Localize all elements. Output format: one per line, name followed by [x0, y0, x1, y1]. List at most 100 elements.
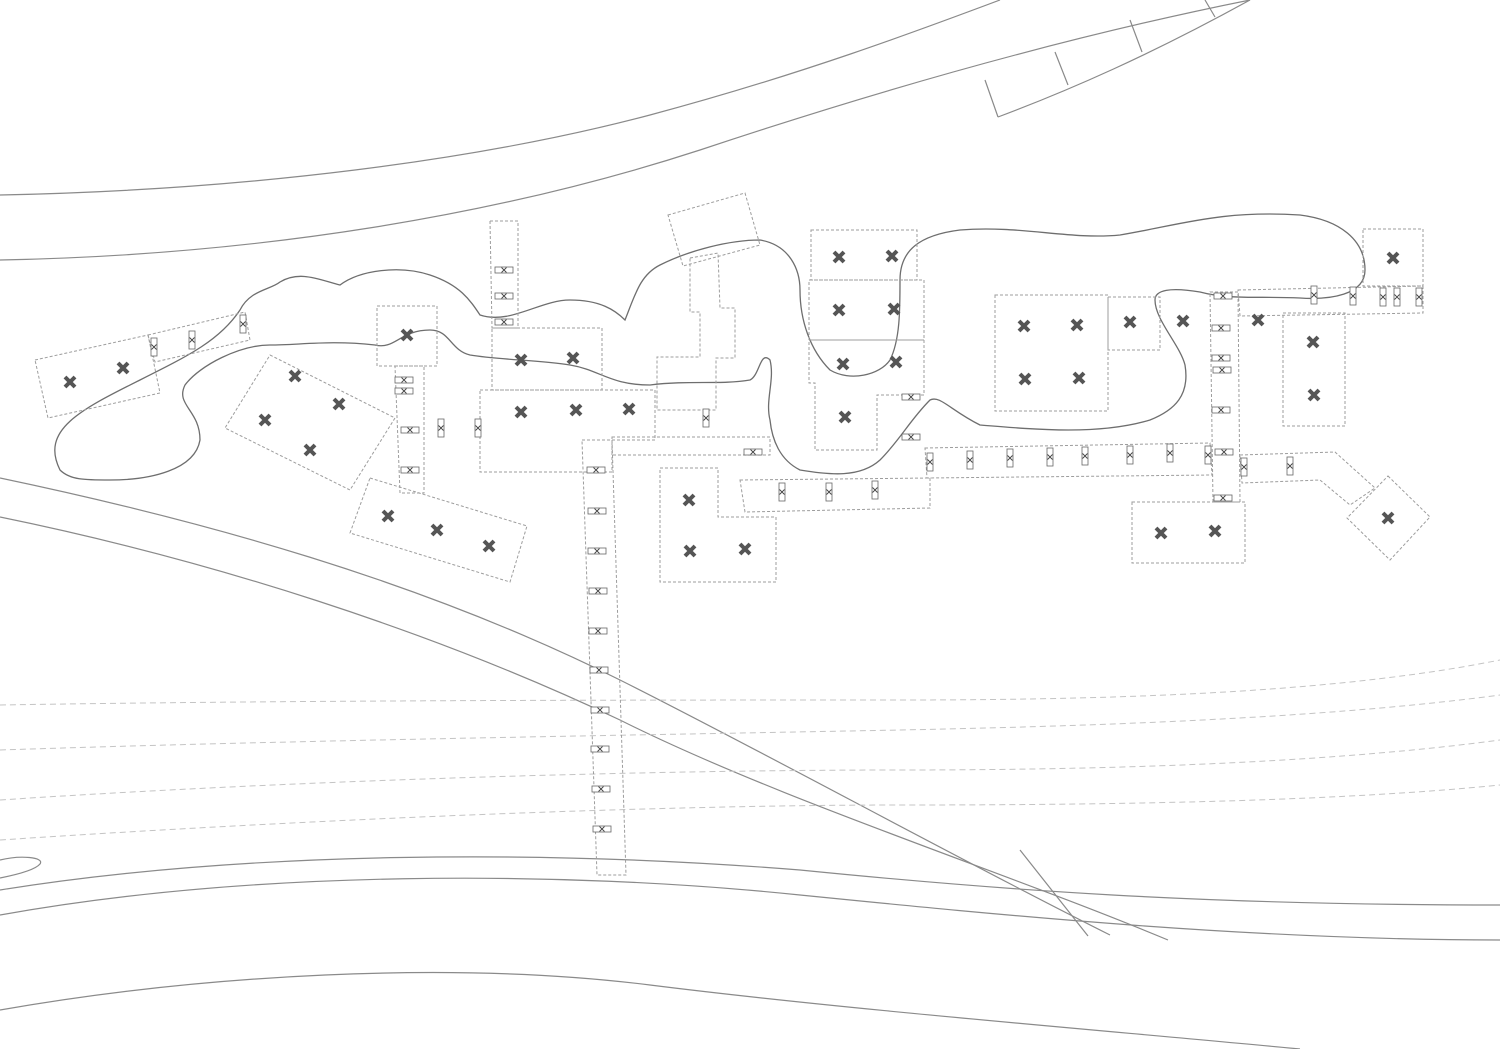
- tree-marker-24: [683, 544, 697, 558]
- tree-marker-14: [569, 403, 583, 417]
- crossing-marker-6: [400, 426, 420, 434]
- pond-edge: [54, 213, 1366, 481]
- tree-marker-37: [1208, 524, 1222, 538]
- contour-3: [0, 739, 1500, 801]
- crossing-marker-37: [1211, 324, 1231, 332]
- building-east-annex: [1107, 296, 1161, 351]
- tree-marker-17: [885, 249, 899, 263]
- tree-marker-18: [832, 303, 846, 317]
- building-southeast-diamond: [1346, 475, 1431, 561]
- crossing-marker-28: [926, 452, 934, 472]
- crossing-marker-20: [150, 337, 158, 357]
- crossing-marker-46: [1393, 287, 1401, 307]
- contour-lines: [0, 659, 1500, 841]
- road-diagonal-upper: [0, 477, 1111, 936]
- tree-marker-2: [116, 361, 130, 375]
- crossing-marker-4: [394, 376, 414, 384]
- crossing-marker-36: [1213, 292, 1233, 300]
- crossing-marker-44: [1349, 286, 1357, 306]
- crossing-marker-18: [591, 785, 611, 793]
- crossing-marker-8: [437, 418, 445, 438]
- crossing-marker-39: [1212, 366, 1232, 374]
- tree-marker-20: [836, 357, 850, 371]
- walkway-east-long: [924, 442, 1213, 479]
- crossing-marker-42: [1213, 494, 1233, 502]
- tree-marker-28: [1018, 372, 1032, 386]
- crossing-marker-27: [871, 480, 879, 500]
- road-diagonal-branch: [1019, 849, 1089, 937]
- crossing-marker-2: [494, 292, 514, 300]
- tree-marker-22: [838, 410, 852, 424]
- crossing-marker-3: [494, 318, 514, 326]
- road-north-edge-lower: [0, 0, 1251, 261]
- buildings: [34, 192, 1431, 583]
- walkways: [147, 220, 1424, 876]
- crossing-marker-24: [743, 448, 763, 456]
- crossing-marker-1: [494, 266, 514, 274]
- tree-marker-13: [514, 405, 528, 419]
- crossing-marker-38: [1211, 354, 1231, 362]
- crossing-marker-51: [901, 433, 921, 441]
- crossing-marker-23: [702, 408, 710, 428]
- building-east-block: [994, 294, 1109, 412]
- crossing-marker-13: [588, 587, 608, 595]
- crossing-marker-41: [1214, 448, 1234, 456]
- crossing-marker-11: [587, 507, 607, 515]
- crossing-marker-45: [1379, 287, 1387, 307]
- walkway-east-vertical: [1209, 291, 1241, 503]
- crossing-marker-25: [778, 482, 786, 502]
- crossing-marker-10: [586, 466, 606, 474]
- tree-marker-31: [1176, 314, 1190, 328]
- walkway-lower-arc: [739, 477, 931, 513]
- tree-marker-11: [514, 353, 528, 367]
- road-south-upper: [0, 856, 1500, 906]
- building-west-2: [224, 354, 396, 491]
- crossing-marker-50: [901, 393, 921, 401]
- road-south-loop: [0, 856, 42, 879]
- crossing-marker-17: [590, 745, 610, 753]
- contour-1: [0, 659, 1500, 706]
- tree-marker-15: [622, 402, 636, 416]
- tree-marker-4: [332, 397, 346, 411]
- crossing-marker-29: [966, 450, 974, 470]
- road-south-lower: [0, 971, 1301, 1049]
- tree-marker-3: [288, 369, 302, 383]
- tree-marker-9: [482, 539, 496, 553]
- tree-marker-23: [682, 493, 696, 507]
- crossing-marker-14: [588, 627, 608, 635]
- tree-marker-5: [258, 413, 272, 427]
- parking-strip: [984, 0, 1251, 118]
- pond: [54, 213, 1366, 481]
- crossing-marker-26: [825, 482, 833, 502]
- crossing-marker-32: [1081, 446, 1089, 466]
- tree-marker-6: [303, 443, 317, 457]
- walkway-south-spine: [581, 439, 627, 876]
- road-south-middle: [0, 877, 1500, 941]
- building-central-corridor: [656, 252, 736, 411]
- crossing-marker-21: [188, 330, 196, 350]
- building-northeast-small: [1362, 228, 1424, 287]
- crossing-marker-31: [1046, 447, 1054, 467]
- crossing-marker-34: [1166, 443, 1174, 463]
- building-north-tall-3: [808, 339, 925, 451]
- crossing-marker-49: [1286, 456, 1294, 476]
- crossing-marker-19: [592, 825, 612, 833]
- tree-marker-33: [1306, 335, 1320, 349]
- tree-marker-35: [1386, 251, 1400, 265]
- building-north-tall-2: [808, 279, 925, 341]
- tree-marker-16: [832, 250, 846, 264]
- building-west-3: [349, 477, 528, 583]
- tree-marker-26: [1017, 319, 1031, 333]
- tree-marker-7: [381, 509, 395, 523]
- walkway-west-link: [147, 311, 251, 363]
- crossing-markers: [150, 266, 1423, 833]
- tree-marker-10: [400, 328, 414, 342]
- tree-marker-36: [1154, 526, 1168, 540]
- tree-marker-38: [1381, 511, 1395, 525]
- building-north-tall-1: [810, 229, 918, 281]
- tree-marker-21: [889, 355, 903, 369]
- crossing-marker-47: [1415, 287, 1423, 307]
- building-central-wing: [479, 389, 656, 473]
- crossing-marker-7: [400, 466, 420, 474]
